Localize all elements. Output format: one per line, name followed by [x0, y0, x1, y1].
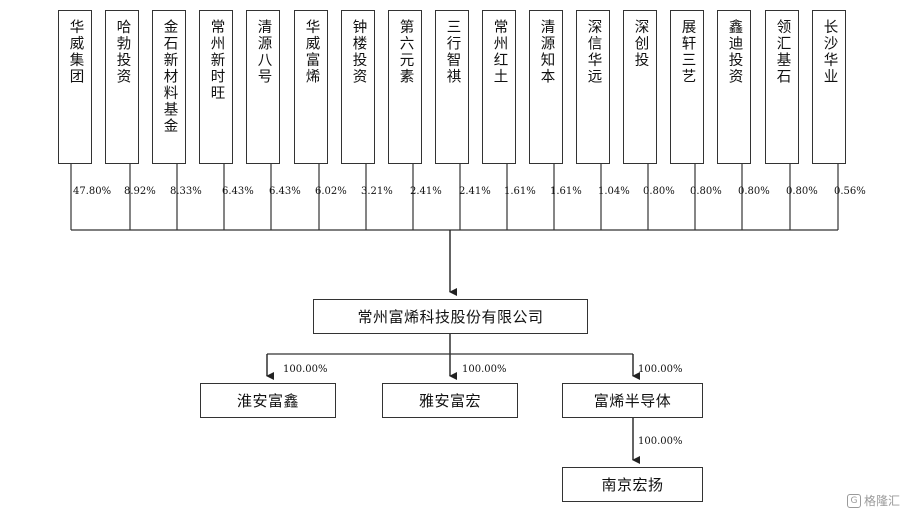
shareholder-name: 华威集团 [67, 19, 84, 85]
shareholder-pct: 0.56% [834, 186, 866, 197]
shareholder-name: 金石新材料基金 [161, 19, 178, 135]
shareholder-box: 鑫迪投资 [717, 10, 751, 164]
subsidiary-semiconductor: 富烯半导体 [562, 383, 703, 418]
shareholder-pct: 3.21% [361, 186, 393, 197]
shareholder-name: 鑫迪投资 [726, 19, 743, 85]
shareholder-pct: 1.61% [550, 186, 582, 197]
company-box: 常州富烯科技股份有限公司 [313, 299, 588, 334]
shareholder-pct: 6.43% [222, 186, 254, 197]
shareholder-box: 领汇基石 [765, 10, 799, 164]
shareholder-box: 华威富烯 [294, 10, 328, 164]
shareholder-name: 领汇基石 [774, 19, 791, 85]
shareholder-name: 哈勃投资 [114, 19, 131, 85]
subsidiary-name: 南京宏扬 [601, 476, 664, 494]
shareholder-box: 长沙华业 [812, 10, 846, 164]
shareholder-pct: 1.61% [504, 186, 536, 197]
subsidiary-name: 富烯半导体 [593, 392, 672, 410]
semiconductor-pct: 100.00% [638, 364, 683, 375]
shareholder-name: 长沙华业 [821, 19, 838, 85]
shareholder-name: 深信华远 [585, 19, 602, 85]
shareholder-name: 第六元素 [397, 19, 414, 85]
shareholder-name: 常州新时旺 [208, 19, 225, 102]
shareholder-box: 华威集团 [58, 10, 92, 164]
yaan-pct: 100.00% [462, 364, 507, 375]
shareholder-box: 清源知本 [529, 10, 563, 164]
watermark-logo-icon: G [846, 493, 861, 508]
shareholder-box: 常州新时旺 [199, 10, 233, 164]
shareholder-box: 第六元素 [388, 10, 422, 164]
shareholder-name: 三行智祺 [444, 19, 461, 85]
subsidiary-nanjing: 南京宏扬 [562, 467, 703, 502]
shareholder-box: 金石新材料基金 [152, 10, 186, 164]
watermark: G 格隆汇 [846, 492, 900, 509]
shareholder-box: 展轩三艺 [670, 10, 704, 164]
company-name: 常州富烯科技股份有限公司 [357, 308, 544, 326]
shareholder-pct: 2.41% [410, 186, 442, 197]
shareholder-pct: 6.02% [315, 186, 347, 197]
shareholder-pct: 0.80% [738, 186, 770, 197]
subsidiary-yaan: 雅安富宏 [382, 383, 518, 418]
subsidiary-name: 雅安富宏 [418, 392, 481, 410]
shareholder-pct: 2.41% [459, 186, 491, 197]
shareholder-box: 清源八号 [246, 10, 280, 164]
shareholder-pct: 0.80% [643, 186, 675, 197]
shareholder-box: 深创投 [623, 10, 657, 164]
watermark-text: 格隆汇 [863, 494, 900, 508]
shareholder-box: 钟楼投资 [341, 10, 375, 164]
shareholder-box: 三行智祺 [435, 10, 469, 164]
shareholder-name: 清源八号 [255, 19, 272, 85]
shareholder-box: 深信华远 [576, 10, 610, 164]
shareholder-pct: 0.80% [786, 186, 818, 197]
shareholder-name: 深创投 [632, 19, 649, 69]
shareholder-pct: 0.80% [690, 186, 722, 197]
subsidiary-name: 淮安富鑫 [236, 392, 299, 410]
shareholder-pct: 8.92% [124, 186, 156, 197]
shareholder-name: 清源知本 [538, 19, 555, 85]
shareholder-box: 哈勃投资 [105, 10, 139, 164]
shareholder-name: 华威富烯 [303, 19, 320, 85]
shareholder-box: 常州红土 [482, 10, 516, 164]
shareholder-name: 钟楼投资 [350, 19, 367, 85]
shareholder-pct: 1.04% [598, 186, 630, 197]
nanjing-pct: 100.00% [638, 436, 683, 447]
shareholder-pct: 6.43% [269, 186, 301, 197]
shareholder-pct: 8.33% [170, 186, 202, 197]
shareholder-pct: 47.80% [73, 186, 112, 197]
shareholder-name: 展轩三艺 [679, 19, 696, 85]
huaian-pct: 100.00% [283, 364, 328, 375]
shareholder-name: 常州红土 [491, 19, 508, 85]
subsidiary-huaian: 淮安富鑫 [200, 383, 336, 418]
